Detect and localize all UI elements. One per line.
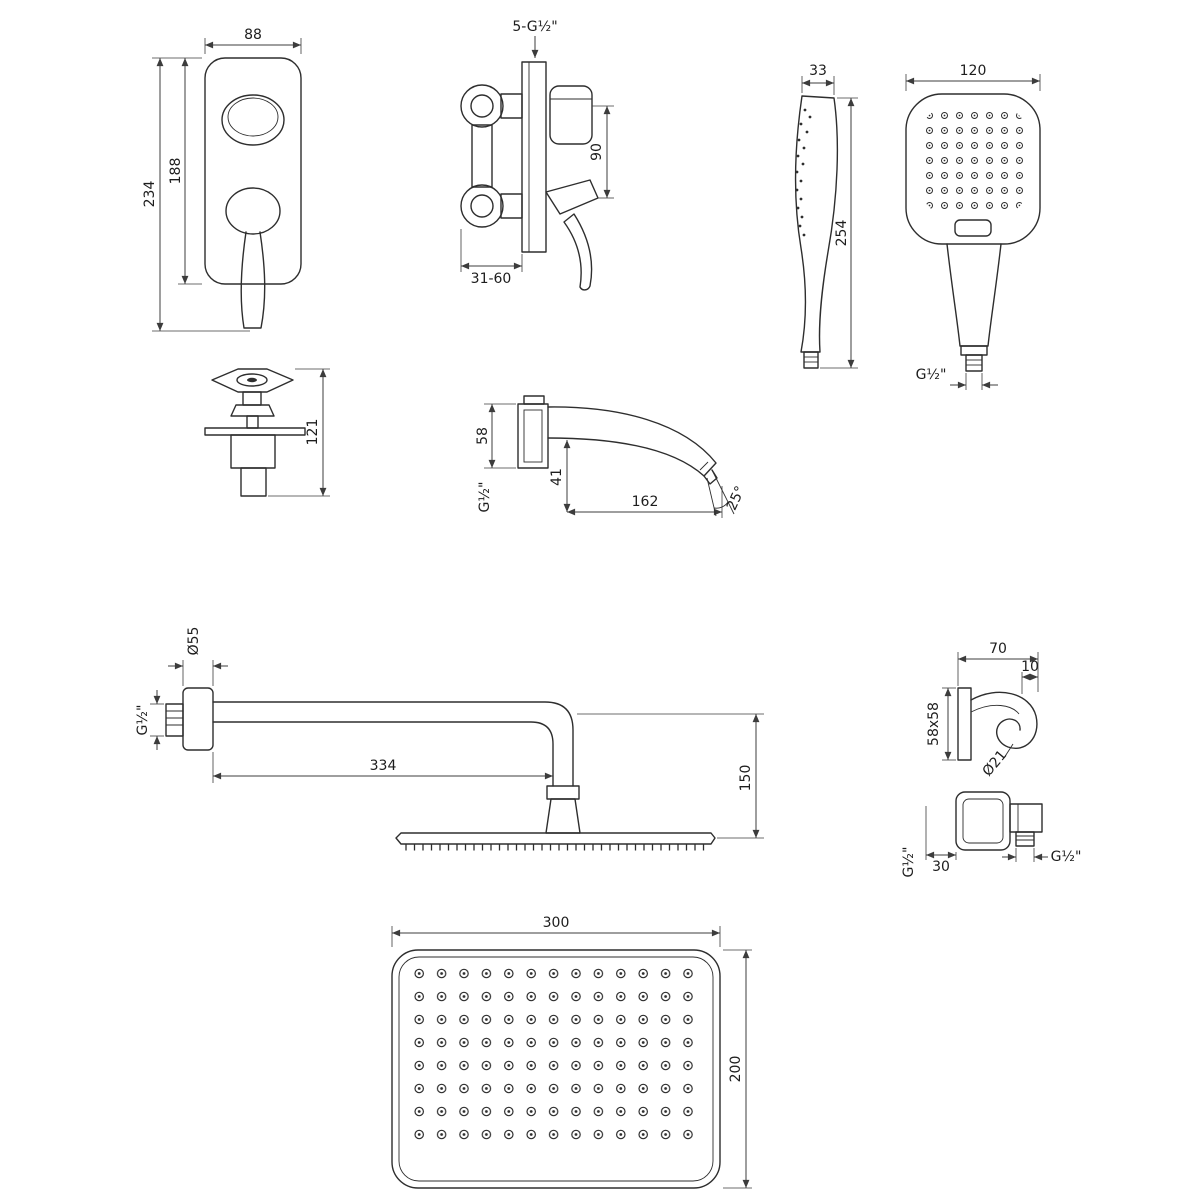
handshower-head-outline xyxy=(905,93,1041,245)
cross-handle xyxy=(211,368,294,393)
wall-outlet-elbow-view: 30 G½" G½" xyxy=(901,791,1081,877)
rain-head-slab xyxy=(395,832,716,845)
dim-outlet-depth: 30 xyxy=(932,859,950,875)
nozzle-grid xyxy=(408,962,700,1148)
dim-valve-trim-height: 121 xyxy=(305,419,321,446)
spout-top-cap xyxy=(523,395,545,405)
handshower-handle xyxy=(946,243,1002,347)
trim-plate-front-view: 88 234 188 xyxy=(142,27,302,332)
head-ball-joint xyxy=(545,798,581,834)
handshower-side-dimensions: 33 254 xyxy=(801,63,858,369)
dim-valve-depth-range: 31-60 xyxy=(471,271,512,287)
handle-collar xyxy=(960,345,988,356)
mounting-plate xyxy=(521,61,547,253)
head-nozzle-teeth xyxy=(402,844,708,851)
handle-thread xyxy=(965,354,983,372)
valve-dimensions: 5-G½" 90 31-60 xyxy=(460,19,614,287)
label-spout-thread: G½" xyxy=(477,482,493,513)
spout-flange xyxy=(517,403,549,469)
handset-holder-view: 70 10 58x58 Ø21 xyxy=(926,641,1039,780)
dim-arm-length: 334 xyxy=(370,758,397,774)
spray-face-dots xyxy=(795,108,812,237)
dim-spout-drop: 41 xyxy=(549,468,565,486)
dim-arm-flange-diameter: Ø55 xyxy=(186,627,202,656)
cartridge-housing xyxy=(549,85,593,145)
holder-wall-plate xyxy=(957,687,972,761)
diverter-base xyxy=(545,179,599,215)
valve-inlet-block xyxy=(240,467,267,497)
head-top-dimensions: 300 200 xyxy=(391,915,752,1189)
handle-stem xyxy=(242,391,262,406)
outlet-wall-plate xyxy=(955,791,1011,851)
spout-body xyxy=(547,406,717,477)
head-top-outline xyxy=(391,949,721,1189)
dim-handshower-length: 254 xyxy=(834,220,850,247)
label-outlet-thread: G½" xyxy=(1051,849,1082,865)
dim-trim-plate-height: 188 xyxy=(168,158,184,185)
dim-head-depth: 200 xyxy=(728,1056,744,1083)
dim-head-drop: 150 xyxy=(738,765,754,792)
valve-body-view: 5-G½" 90 31-60 xyxy=(460,19,614,291)
label-outlet-wall-thread: G½" xyxy=(901,847,917,878)
mode-button-window xyxy=(954,219,992,237)
dim-holder-hole-diameter: Ø21 xyxy=(980,747,1011,779)
handshower-side-outline xyxy=(794,95,839,353)
diverter-lever xyxy=(563,213,593,291)
dim-handshower-head-width: 120 xyxy=(960,63,987,79)
spout-dimensions: 58 G½" 41 162 25° xyxy=(475,403,749,518)
oval-button xyxy=(221,94,285,146)
arm-wall-flange xyxy=(182,687,214,751)
arm-tube-inner xyxy=(212,721,554,787)
top-port xyxy=(460,84,504,128)
label-arm-thread: G½" xyxy=(135,705,151,736)
label-handshower-thread: G½" xyxy=(916,367,947,383)
outlet-body xyxy=(1009,803,1043,833)
arm-tube-outer xyxy=(212,701,574,787)
dim-trim-plate-width: 88 xyxy=(244,27,262,43)
trim-plate-outline xyxy=(204,57,302,285)
shower-arm-head-side-view: Ø55 G½" 334 150 xyxy=(135,627,764,851)
outlet-thread-nipple xyxy=(1015,831,1035,847)
dim-holder-face: 58x58 xyxy=(926,702,942,746)
spout-side-view: 58 G½" 41 162 25° xyxy=(475,395,749,518)
dim-holder-depth: 70 xyxy=(989,641,1007,657)
arm-head-dimensions: Ø55 G½" 334 150 xyxy=(135,627,764,839)
arm-wall-thread xyxy=(165,703,184,737)
arm-connector-nut xyxy=(546,785,580,800)
valve-trim-dimensions: 121 xyxy=(268,368,330,497)
dim-handshower-thickness: 33 xyxy=(809,63,827,79)
valve-trim-side-view: 121 xyxy=(204,368,330,497)
stem-collar xyxy=(230,404,275,417)
holder-dimensions: 70 10 58x58 Ø21 xyxy=(926,641,1039,780)
oval-button-inner xyxy=(227,97,279,137)
bottom-port xyxy=(460,184,504,228)
dim-valve-port-spacing: 90 xyxy=(589,143,605,161)
dim-spout-angle: 25° xyxy=(724,484,749,513)
port-link-bar xyxy=(471,124,493,188)
handle-hub xyxy=(225,187,281,235)
lever-handle xyxy=(240,231,266,329)
head-top-view: 300 200 xyxy=(391,915,752,1189)
dim-head-width: 300 xyxy=(543,915,570,931)
dim-valve-connections: 5-G½" xyxy=(512,19,557,35)
handshower-front-view: 120 G½" xyxy=(905,63,1041,390)
escutcheon-plate xyxy=(204,427,306,436)
handshower-side-thread xyxy=(803,351,819,369)
handshower-side-view: 33 254 xyxy=(794,63,858,369)
valve-housing xyxy=(230,434,276,469)
dim-spout-flange-height: 58 xyxy=(475,427,491,445)
trim-plate-dimensions: 88 234 188 xyxy=(142,27,302,332)
outlet-dimensions: 30 G½" G½" xyxy=(901,806,1081,877)
spray-dots-area xyxy=(922,108,1026,214)
holder-hook xyxy=(970,691,1038,749)
handshower-front-dimensions: 120 G½" xyxy=(905,63,1041,390)
dim-spout-length: 162 xyxy=(632,494,659,510)
dim-trim-total-height: 234 xyxy=(142,181,158,208)
dim-holder-thickness: 10 xyxy=(1021,659,1039,675)
